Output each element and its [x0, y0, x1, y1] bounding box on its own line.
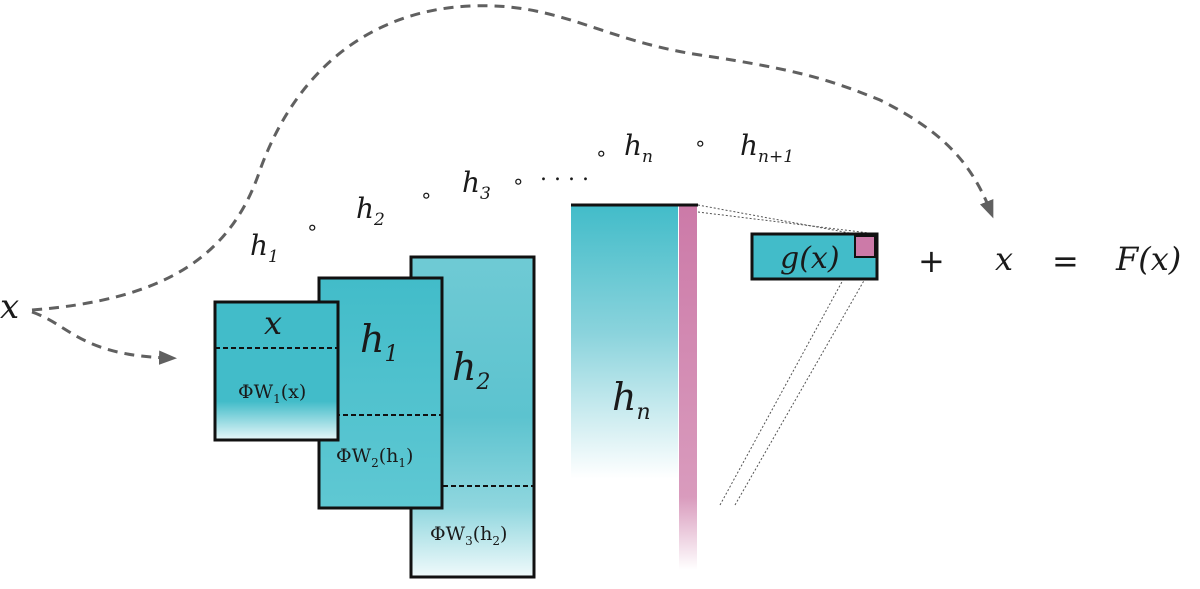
svg-text:g(x): g(x)	[780, 241, 840, 276]
output-x-label: x	[995, 240, 1013, 278]
svg-text:x: x	[264, 304, 282, 342]
svg-text:hn: hn	[612, 375, 651, 425]
svg-text:hn: hn	[624, 129, 653, 167]
svg-text:ΦW2(h1): ΦW2(h1)	[336, 445, 413, 470]
skip-connection-arrow	[31, 4, 994, 312]
svg-text:h3: h3	[462, 166, 491, 204]
svg-text:ΦW1(x): ΦW1(x)	[238, 381, 306, 406]
svg-text:∘: ∘	[595, 141, 608, 165]
fx-label: F(x)	[1115, 240, 1181, 278]
svg-text:∘: ∘	[694, 131, 707, 155]
svg-text:h1: h1	[360, 317, 398, 367]
svg-text:hn+1: hn+1	[740, 129, 794, 167]
svg-text:∘: ∘	[420, 183, 433, 207]
svg-text:∘: ∘	[306, 215, 319, 239]
svg-text:∘: ∘	[512, 169, 525, 193]
svg-text:ΦW3(h2): ΦW3(h2)	[430, 523, 507, 548]
svg-text:. . . .: . . . .	[540, 161, 589, 186]
output-slice	[679, 205, 697, 570]
layer-block-hn: hn	[570, 203, 699, 570]
layer-block-x: x ΦW1(x)	[213, 300, 340, 442]
svg-text:h2: h2	[452, 345, 490, 395]
svg-text:h2: h2	[356, 192, 385, 230]
composition-expression: h1 ∘ h2 ∘ h3 ∘ . . . . ∘ hn ∘ hn+1	[250, 129, 794, 267]
equals-sign: =	[1052, 242, 1079, 280]
projection-lines	[697, 204, 878, 506]
svg-text:h1: h1	[250, 229, 279, 267]
plus-sign: +	[918, 242, 945, 280]
gx-box: g(x)	[750, 232, 879, 281]
input-x-label: x	[0, 287, 19, 327]
input-arrow	[31, 310, 177, 365]
